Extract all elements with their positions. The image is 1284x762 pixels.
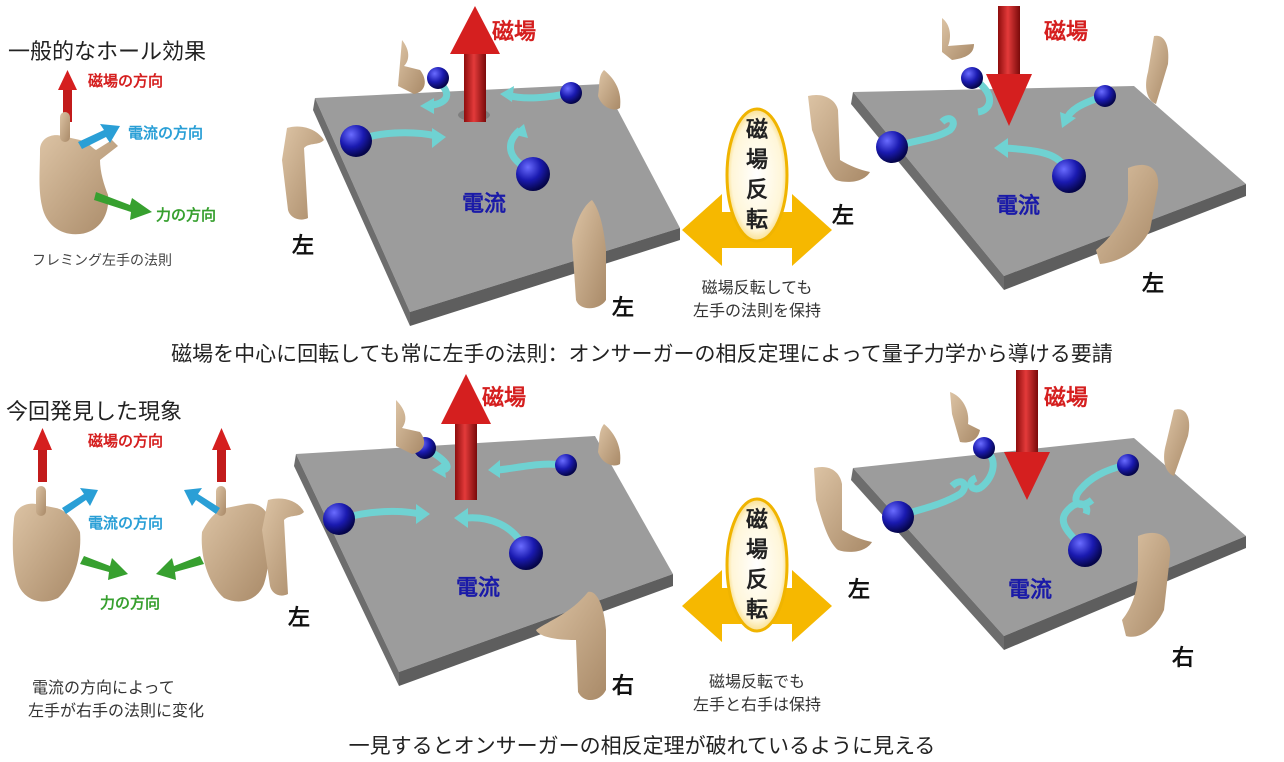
top-reversal-note: 磁場反転しても 左手の法則を保持 [692, 278, 821, 320]
top-right-current-label: 電流 [996, 194, 1041, 219]
top-right-hand-label-2: 左 [1142, 272, 1165, 297]
bottom-reversal-oval-text: 磁 場 反 転 [745, 508, 768, 623]
top-reversal-oval-text: 磁 場 反 転 [745, 118, 768, 233]
top-legend-graphic [39, 70, 152, 235]
top-rule-name: フレミング左手の法則 [32, 253, 172, 269]
top-left-hand-label-1: 左 [292, 234, 315, 259]
top-caption: 磁場を中心に回転しても常に左手の法則：オンサーガーの相反定理によって量子力学から… [171, 342, 1113, 366]
bottom-reversal-note: 磁場反転でも 左手と右手は保持 [692, 672, 821, 714]
top-right-panel-graphic [808, 6, 1246, 290]
bottom-caption: 一見するとオンサーガーの相反定理が破れているように見える [348, 734, 936, 758]
top-left-field-label: 磁場 [492, 20, 537, 45]
bottom-left-hand-label-1: 左 [288, 606, 311, 631]
top-left-hand-label-2: 左 [612, 296, 635, 321]
bottom-current-direction-label: 電流の方向 [88, 514, 164, 532]
top-current-direction-label: 電流の方向 [128, 124, 204, 142]
bottom-reversal-graphic [682, 497, 832, 642]
top-left-current-label: 電流 [462, 192, 507, 217]
hand-icon [39, 135, 118, 235]
top-force-direction-label: 力の方向 [156, 206, 217, 224]
bottom-right-hand-label-2: 右 [1172, 646, 1195, 671]
bottom-left-panel-graphic [262, 374, 673, 701]
top-section-title: 一般的なホール効果 [8, 40, 207, 65]
bottom-force-direction-label: 力の方向 [100, 594, 161, 612]
bottom-legend-graphic [12, 428, 270, 602]
top-left-panel-graphic [282, 6, 680, 326]
bottom-right-panel-graphic [814, 370, 1246, 650]
electron-icon [427, 67, 449, 89]
bottom-legend-note: 電流の方向によって 左手が右手の法則に変化 [28, 678, 205, 720]
top-field-direction-label: 磁場の方向 [88, 72, 164, 90]
bottom-right-field-label: 磁場 [1044, 386, 1089, 411]
bottom-left-current-label: 電流 [456, 576, 501, 601]
bottom-left-hand-label-2: 右 [612, 674, 635, 699]
bottom-left-field-label: 磁場 [482, 386, 527, 411]
bottom-right-hand-label-1: 左 [848, 578, 871, 603]
top-right-field-label: 磁場 [1044, 20, 1089, 45]
bottom-section-title: 今回発見した現象 [6, 400, 183, 425]
bottom-right-current-label: 電流 [1008, 578, 1053, 603]
top-reversal-graphic [682, 107, 832, 266]
bottom-field-direction-label: 磁場の方向 [88, 432, 164, 450]
top-right-hand-label-1: 左 [832, 204, 855, 229]
